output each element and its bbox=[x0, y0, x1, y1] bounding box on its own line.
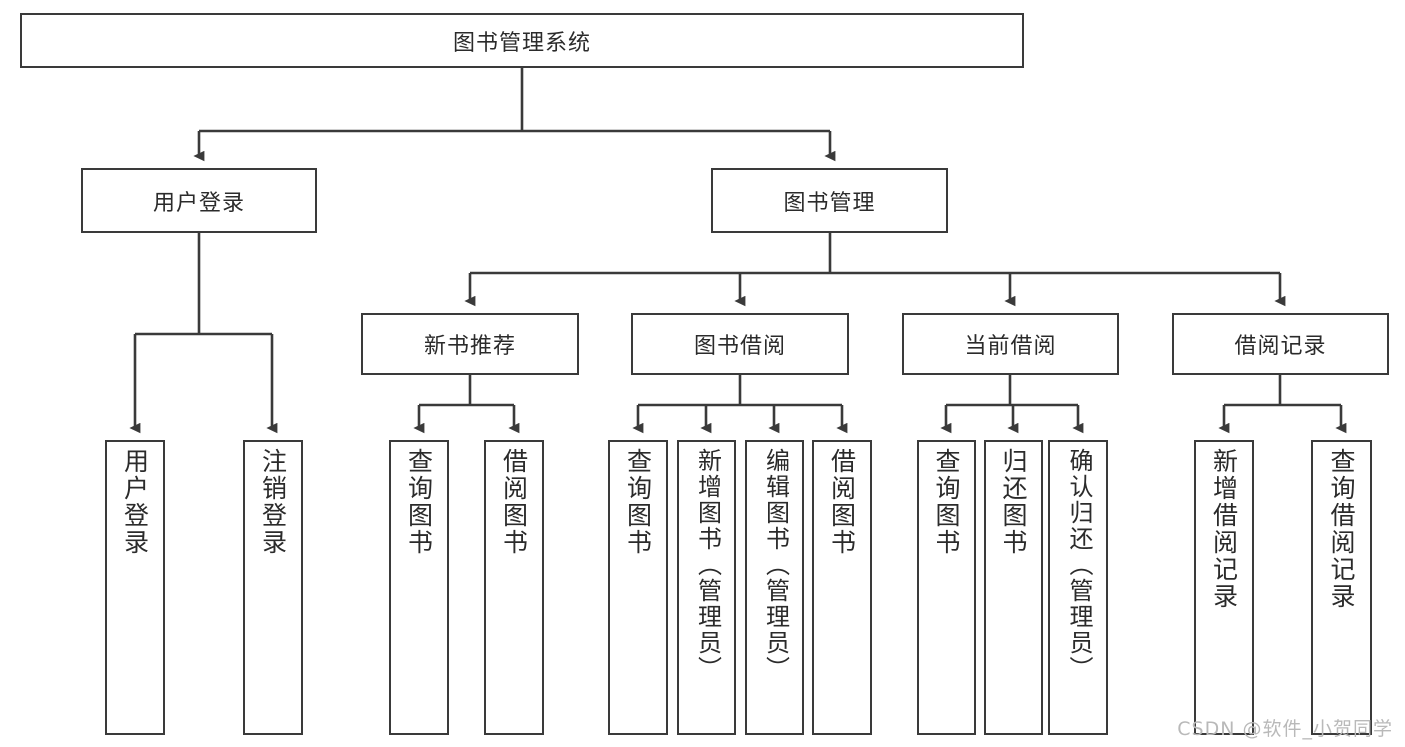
node-label: 新增图书（管理员） bbox=[693, 448, 722, 682]
leaf-logout[interactable]: 注销登录 bbox=[243, 440, 303, 735]
node-label: 用户登录 bbox=[120, 448, 150, 556]
leaf-confirm-return[interactable]: 确认归还（管理员） bbox=[1048, 440, 1108, 735]
node-label: 用户登录 bbox=[152, 190, 245, 216]
leaf-edit-book[interactable]: 编辑图书（管理员） bbox=[745, 440, 804, 735]
node-root-title[interactable]: 图书管理系统 bbox=[20, 13, 1024, 68]
node-book-manage[interactable]: 图书管理 bbox=[711, 168, 948, 233]
leaf-add-book[interactable]: 新增图书（管理员） bbox=[677, 440, 736, 735]
node-label: 新增借阅记录 bbox=[1209, 448, 1239, 610]
leaf-add-record[interactable]: 新增借阅记录 bbox=[1194, 440, 1254, 735]
node-label: 图书管理系统 bbox=[452, 30, 591, 56]
leaf-query-book-3[interactable]: 查询图书 bbox=[917, 440, 976, 735]
node-book-borrow[interactable]: 图书借阅 bbox=[631, 313, 849, 375]
node-label: 借阅图书 bbox=[499, 448, 529, 556]
node-label: 编辑图书（管理员） bbox=[761, 448, 790, 682]
node-new-book-rec[interactable]: 新书推荐 bbox=[361, 313, 579, 375]
leaf-borrow-book-2[interactable]: 借阅图书 bbox=[812, 440, 872, 735]
leaf-user-login[interactable]: 用户登录 bbox=[105, 440, 165, 735]
node-borrow-record[interactable]: 借阅记录 bbox=[1172, 313, 1389, 375]
node-label: 当前借阅 bbox=[964, 334, 1057, 359]
node-label: 查询借阅记录 bbox=[1327, 448, 1356, 610]
node-label: 查询图书 bbox=[623, 448, 653, 556]
node-label: 新书推荐 bbox=[423, 334, 516, 359]
node-label: 查询图书 bbox=[932, 448, 961, 556]
node-label: 查询图书 bbox=[404, 448, 434, 556]
node-label: 借阅记录 bbox=[1234, 334, 1327, 359]
leaf-borrow-book-1[interactable]: 借阅图书 bbox=[484, 440, 544, 735]
node-user-login[interactable]: 用户登录 bbox=[81, 168, 317, 233]
node-current-borrow[interactable]: 当前借阅 bbox=[902, 313, 1119, 375]
leaf-return-book[interactable]: 归还图书 bbox=[984, 440, 1043, 735]
leaf-query-book-2[interactable]: 查询图书 bbox=[608, 440, 668, 735]
node-label: 确认归还（管理员） bbox=[1064, 448, 1093, 682]
node-label: 归还图书 bbox=[999, 448, 1028, 556]
leaf-query-book-1[interactable]: 查询图书 bbox=[389, 440, 449, 735]
node-label: 图书管理 bbox=[783, 190, 876, 216]
csdn-watermark: CSDN @软件_小贺同学 bbox=[1177, 718, 1393, 740]
node-label: 图书借阅 bbox=[693, 334, 786, 359]
node-label: 借阅图书 bbox=[827, 448, 857, 556]
node-label: 注销登录 bbox=[258, 448, 288, 556]
leaf-query-record[interactable]: 查询借阅记录 bbox=[1311, 440, 1372, 735]
